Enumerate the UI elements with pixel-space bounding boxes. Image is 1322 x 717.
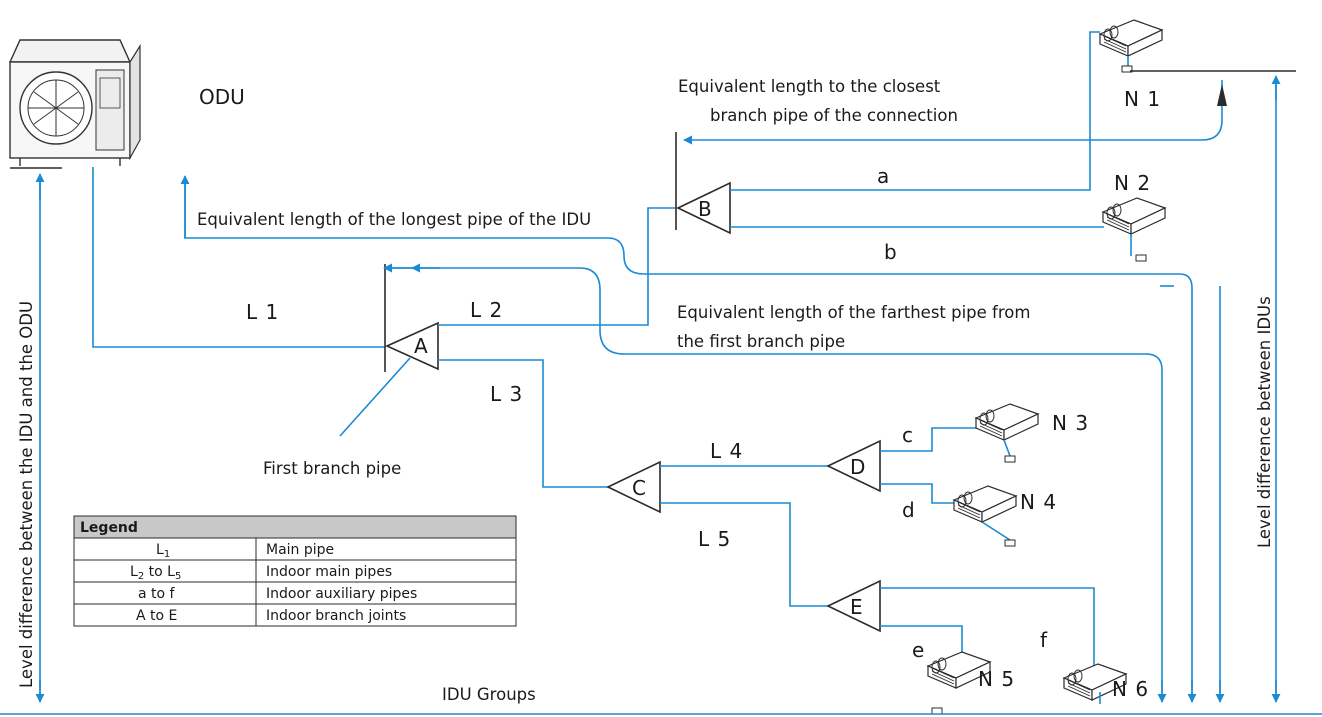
branch-label-d: d (902, 498, 916, 522)
idu-label-n2: N 2 (1114, 171, 1151, 195)
idu-label-n4: N 4 (1020, 490, 1057, 514)
farthest-pipe-line (385, 267, 1163, 702)
pipe-d (880, 483, 958, 504)
idu-n1 (1099, 19, 1163, 57)
legend-meaning-joints: Indoor branch joints (266, 608, 406, 624)
legend-meaning-main: Main pipe (266, 542, 334, 558)
pipe-label-l3: L 3 (490, 382, 523, 406)
pipe-l3 (438, 359, 608, 488)
idu-n4 (953, 485, 1017, 523)
joint-c (606, 460, 661, 514)
first-branch-pointer (339, 357, 411, 437)
closest-annotation-line2: branch pipe of the connection (710, 106, 958, 125)
legend-title: Legend (80, 520, 138, 536)
pipe-c (880, 427, 978, 452)
main-pipe-l1 (92, 167, 385, 348)
branch-label-c: c (902, 423, 914, 447)
odu-label: ODU (199, 85, 245, 109)
first-branch-label: First branch pipe (263, 459, 401, 478)
level-idus-label: Level difference between IDUs (1255, 296, 1274, 548)
idu-n3 (975, 403, 1039, 441)
pipe-label-l2: L 2 (470, 298, 503, 322)
longest-annotation: Equivalent length of the longest pipe of… (197, 210, 591, 229)
idu-label-n1: N 1 (1124, 87, 1161, 111)
legend-symbol-l2-l5: L2 to L5 (130, 564, 181, 582)
pipe-f (880, 587, 1095, 668)
legend-symbol-a-e: A to E (136, 608, 177, 624)
legend-symbol-a-f: a to f (138, 586, 176, 602)
idu-n1-drain (1121, 65, 1133, 73)
legend-symbol-l1: L1 (156, 542, 170, 560)
idu-label-n5: N 5 (978, 667, 1015, 691)
joint-c-label: C (632, 476, 647, 500)
idu-label-n3: N 3 (1052, 411, 1089, 435)
farthest-annotation-line2: the first branch pipe (677, 332, 845, 351)
pipe-l5 (660, 502, 828, 607)
pipe-l2 (438, 207, 676, 326)
joint-e-label: E (850, 595, 864, 619)
pipe-label-l5: L 5 (698, 527, 731, 551)
idu-n2-drain (1135, 254, 1147, 262)
joint-d (826, 439, 881, 493)
idu-n2 (1102, 197, 1166, 235)
branch-label-b: b (884, 240, 898, 264)
legend-meaning-auxiliary: Indoor auxiliary pipes (266, 586, 417, 602)
joint-a (385, 321, 439, 371)
farthest-annotation-line1: Equivalent length of the farthest pipe f… (677, 303, 1030, 322)
joint-e (826, 579, 881, 633)
joint-b-label: B (698, 197, 713, 221)
branch-label-e: e (912, 638, 925, 662)
pipe-label-l1: L 1 (246, 300, 279, 324)
level-idu-odu-label: Level difference between the IDU and the… (17, 301, 36, 688)
idu-label-n6: N 6 (1112, 677, 1149, 701)
joint-d-label: D (850, 455, 866, 479)
branch-label-f: f (1040, 628, 1048, 652)
pipe-label-l4: L 4 (710, 439, 743, 463)
joint-a-label: A (414, 334, 429, 358)
legend-table: Legend L1 Main pipe L2 to L5 Indoor main… (73, 515, 517, 627)
closest-annotation-line1: Equivalent length to the closest (678, 77, 941, 96)
legend-meaning-indoor-main: Indoor main pipes (266, 564, 392, 580)
joint-b (676, 181, 731, 235)
longest-pipe-line (184, 178, 1193, 702)
pipe-a (730, 31, 1100, 191)
closest-branch-arrow (683, 80, 1223, 145)
idu-groups-label: IDU Groups (442, 685, 536, 704)
outdoor-unit (8, 39, 141, 166)
branch-label-a: a (877, 164, 890, 188)
